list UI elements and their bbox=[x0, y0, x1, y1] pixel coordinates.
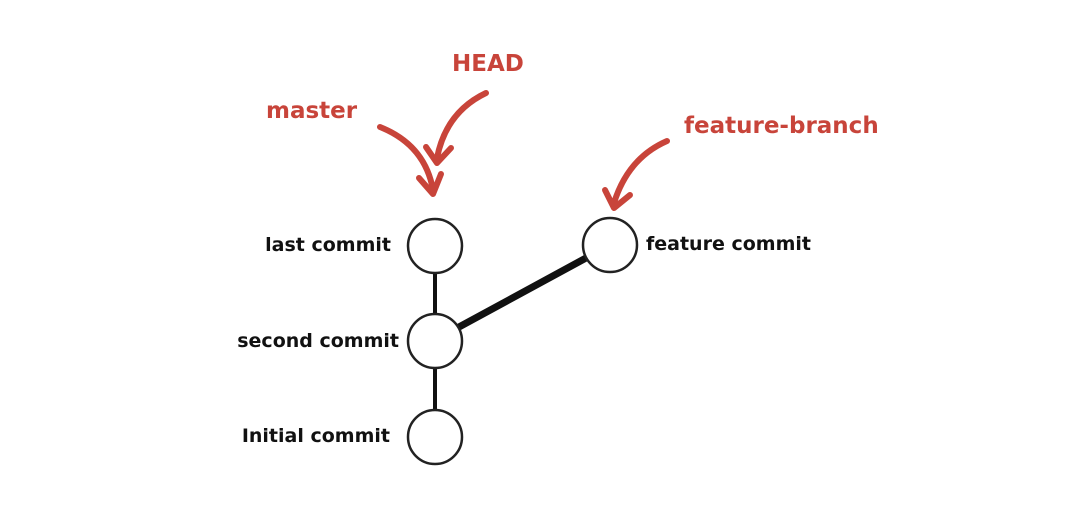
commit-node-initial bbox=[406, 408, 464, 466]
commit-node-last bbox=[406, 217, 464, 275]
commit-label-last: last commit bbox=[265, 234, 391, 256]
feature-branch-arrow-icon bbox=[602, 138, 670, 211]
head-arrow-icon bbox=[423, 90, 489, 166]
feature-branch-label: feature-branch bbox=[684, 113, 879, 139]
master-label: master bbox=[266, 98, 358, 124]
commit-node-second bbox=[406, 312, 464, 370]
commit-label-initial: Initial commit bbox=[242, 425, 390, 447]
master-arrow-icon bbox=[377, 124, 444, 197]
edge-second-to-feature bbox=[455, 254, 590, 331]
head-label: HEAD bbox=[452, 51, 524, 77]
commit-label-feature: feature commit bbox=[646, 233, 811, 255]
commit-node-feature bbox=[581, 216, 639, 274]
commit-label-second: second commit bbox=[237, 330, 399, 352]
